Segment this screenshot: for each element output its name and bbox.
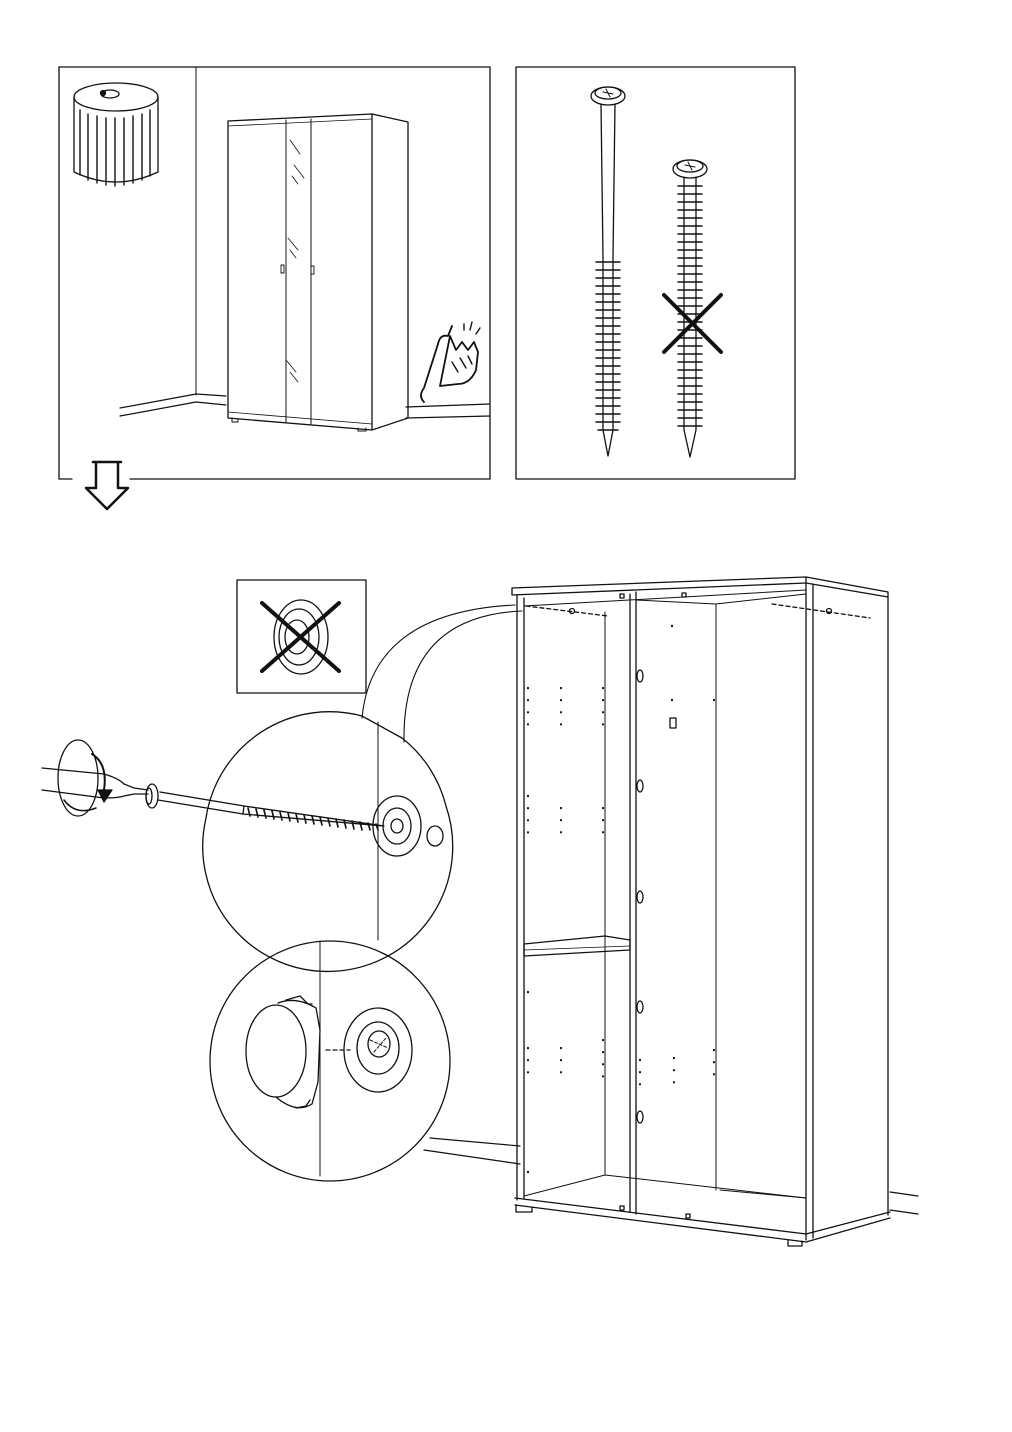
cross-out-icon (662, 293, 723, 354)
wrong-washer-box (236, 579, 367, 694)
detail-circle-cap (209, 940, 451, 1182)
wardrobe-carcass (511, 576, 891, 1247)
wardrobe-drawing (227, 113, 409, 432)
panel-screw-selection (515, 66, 796, 480)
panel-wardrobe-context (58, 66, 491, 480)
detail-circle-screw (145, 711, 454, 973)
long-screw-correct (590, 86, 626, 457)
short-screw-wrong (662, 159, 723, 458)
furniture-foot-icon (73, 82, 159, 187)
next-step-arrow (84, 460, 130, 511)
hand-knock-icon (420, 321, 481, 403)
screwdriver-icon (41, 739, 149, 817)
cross-out-icon (260, 601, 341, 673)
